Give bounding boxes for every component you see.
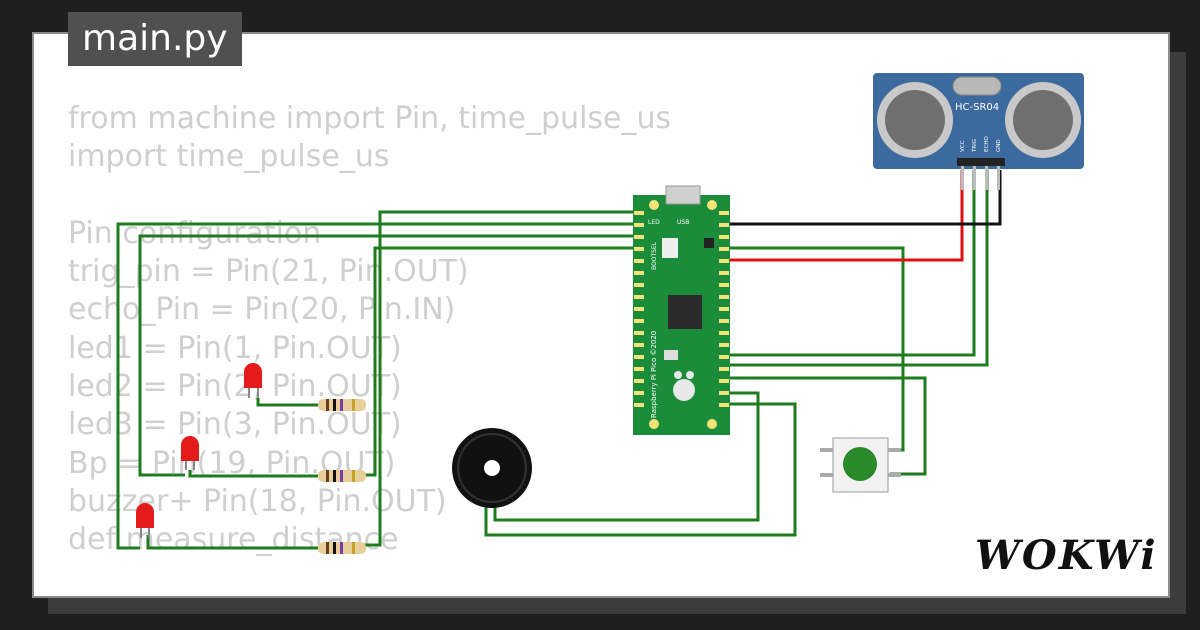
- resistor-band: [326, 399, 329, 411]
- sensor-model-label: HC-SR04: [955, 102, 999, 113]
- wokwi-logo[interactable]: WOKWi: [975, 532, 1158, 579]
- wire[interactable]: [256, 398, 318, 407]
- pico-usb-label: USB: [677, 219, 689, 226]
- pin-label-echo: ECHO: [984, 136, 990, 152]
- button-leg: [888, 448, 901, 452]
- transducer-left-mesh: [885, 90, 945, 150]
- code-line: import time_pulse_us: [68, 139, 390, 175]
- led-2[interactable]: [181, 436, 199, 470]
- pin-label-trig: TRIG: [972, 139, 978, 153]
- wire[interactable]: [720, 170, 964, 262]
- led-icon: [136, 503, 154, 528]
- pico-silkscreen-label: Raspberry Pi Pico ©2020: [650, 331, 658, 418]
- raspberry-logo-icon: [673, 371, 695, 401]
- buzzer-hole-icon: [484, 460, 500, 476]
- hc-sr04-sensor[interactable]: HC-SR04 VCC TRIG ECHO GND: [873, 73, 1084, 190]
- resistor-band: [333, 542, 336, 554]
- mount-hole: [707, 419, 717, 429]
- wire[interactable]: [188, 470, 318, 478]
- pin-header-right: [719, 211, 729, 407]
- wire[interactable]: [720, 376, 927, 476]
- push-button[interactable]: [820, 437, 901, 493]
- code-line: trig_pin = Pin(21, Pin.OUT): [68, 254, 469, 290]
- resistor-band: [352, 399, 355, 411]
- wire[interactable]: [146, 535, 318, 550]
- resistor-band: [333, 470, 336, 482]
- resistor-band: [326, 470, 329, 482]
- pin-label-gnd: GND: [996, 139, 1002, 152]
- sensor-pins: [961, 166, 1000, 190]
- resistor-2[interactable]: [318, 470, 366, 482]
- code-line: Pin configuration: [68, 215, 322, 251]
- wire[interactable]: [720, 170, 989, 367]
- debug-pad: [664, 350, 678, 360]
- resistor-band: [333, 399, 336, 411]
- bootsel-button[interactable]: [662, 238, 678, 258]
- resistor-band: [326, 542, 329, 554]
- pico-led-label: LED: [648, 219, 660, 226]
- button-leg: [820, 473, 833, 477]
- raspberry-pi-pico[interactable]: LED USB BOOTSEL Raspberry Pi Pico ©2020: [633, 185, 730, 435]
- wire[interactable]: [720, 246, 905, 452]
- led-icon: [244, 363, 262, 388]
- wire[interactable]: [138, 234, 637, 477]
- wire[interactable]: [720, 170, 976, 357]
- pin-header-left: [634, 211, 644, 407]
- code-line: from machine import Pin, time_pulse_us: [68, 101, 672, 136]
- buzzer-ring: [457, 433, 527, 503]
- wire[interactable]: [484, 402, 797, 537]
- resistor-3[interactable]: [318, 542, 366, 554]
- led-icon: [181, 436, 199, 461]
- green-wires: [116, 170, 989, 550]
- led-1[interactable]: [244, 363, 262, 398]
- mount-hole: [707, 200, 717, 210]
- pico-bootsel-label: BOOTSEL: [651, 241, 658, 270]
- pin-label-vcc: VCC: [960, 140, 966, 152]
- transducer-right-mesh: [1013, 90, 1073, 150]
- button-leg: [820, 448, 833, 452]
- code-line: buzzer+ Pin(18, Pin.OUT): [68, 483, 447, 519]
- buzzer[interactable]: [452, 428, 532, 508]
- code-line: echo_Pin = Pin(20, Pin.IN): [68, 292, 456, 328]
- resistor-band: [340, 542, 343, 554]
- resistor-band: [340, 470, 343, 482]
- resistor-band: [340, 399, 343, 411]
- resistor-band: [352, 542, 355, 554]
- resistor-1[interactable]: [318, 399, 366, 411]
- wire[interactable]: [493, 391, 760, 522]
- code-preview: from machine import Pin, time_pulse_us i…: [68, 100, 768, 560]
- file-tab[interactable]: main.py: [68, 12, 242, 66]
- chip-small: [704, 238, 714, 248]
- button-cap[interactable]: [843, 447, 877, 481]
- code-line: led1 = Pin(1, Pin.OUT): [68, 330, 402, 366]
- usb-connector: [665, 185, 701, 205]
- mount-hole: [649, 200, 659, 210]
- resistor-band: [352, 470, 355, 482]
- mount-hole: [649, 419, 659, 429]
- sensor-pin-header: [957, 158, 1005, 166]
- wire[interactable]: [116, 222, 637, 550]
- button-leg: [888, 473, 901, 477]
- rp2040-chip: [668, 295, 702, 329]
- crystal-oscillator: [952, 76, 1002, 96]
- code-line: def measure_distance: [68, 522, 399, 558]
- led-3[interactable]: [136, 503, 154, 538]
- wire[interactable]: [720, 170, 1002, 226]
